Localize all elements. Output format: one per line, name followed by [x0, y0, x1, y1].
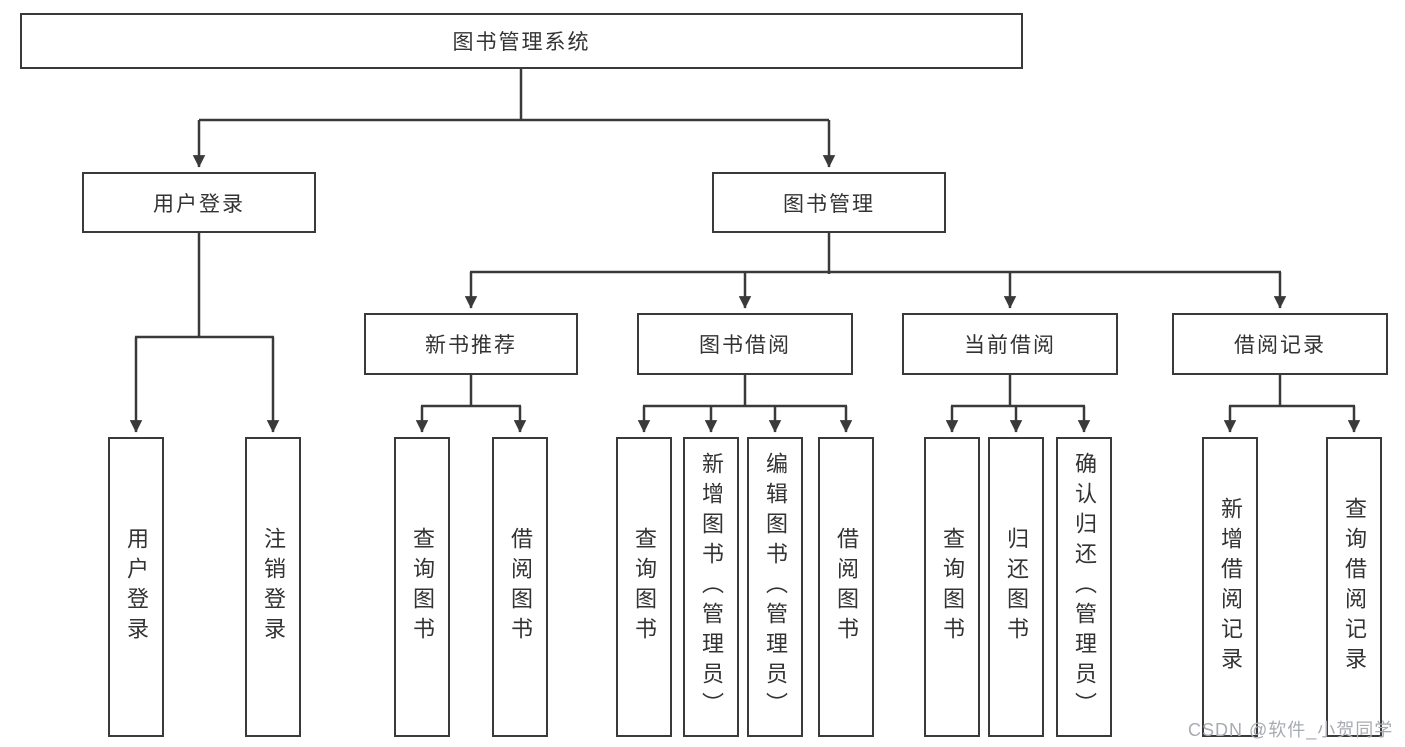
- leaf-add-book-admin-label: 新增图书（管理员）: [699, 452, 724, 722]
- connector-segments: [135, 69, 1355, 408]
- leaf-user-login-label: 用户登录: [124, 527, 149, 647]
- leaf-return-book-label: 归还图书: [1004, 527, 1029, 647]
- node-root: 图书管理系统: [20, 13, 1023, 69]
- leaf-logout-login-label: 注销登录: [261, 527, 286, 647]
- leaf-query-books-borrow: 查询图书: [616, 437, 672, 737]
- leaf-query-books-borrow-label: 查询图书: [632, 527, 657, 647]
- leaf-edit-book-admin: 编辑图书（管理员）: [747, 437, 803, 737]
- node-borrow-records: 借阅记录: [1172, 313, 1388, 375]
- node-current-borrow: 当前借阅: [902, 313, 1118, 375]
- leaf-user-login: 用户登录: [108, 437, 164, 737]
- leaf-borrow-books-label: 借阅图书: [834, 527, 859, 647]
- leaf-add-borrow-record: 新增借阅记录: [1202, 437, 1258, 737]
- leaf-logout-login: 注销登录: [245, 437, 301, 737]
- node-new-book-recommend: 新书推荐: [364, 313, 578, 375]
- leaf-query-books-recommend-label: 查询图书: [410, 527, 435, 647]
- leaf-query-books-recommend: 查询图书: [394, 437, 450, 737]
- node-book-borrow: 图书借阅: [637, 313, 853, 375]
- leaf-query-borrow-record-label: 查询借阅记录: [1342, 497, 1367, 677]
- connector-arrows: [129, 120, 1361, 433]
- leaf-confirm-return-admin-label: 确认归还（管理员）: [1072, 452, 1097, 722]
- leaf-borrow-books-recommend-label: 借阅图书: [508, 527, 533, 647]
- leaf-query-borrow-record: 查询借阅记录: [1326, 437, 1382, 737]
- leaf-query-books-current: 查询图书: [924, 437, 980, 737]
- watermark: CSDN @软件_小贺同学: [1188, 720, 1394, 740]
- leaf-add-borrow-record-label: 新增借阅记录: [1218, 497, 1243, 677]
- node-book-management: 图书管理: [712, 172, 946, 233]
- leaf-borrow-books-recommend: 借阅图书: [492, 437, 548, 737]
- node-user-login: 用户登录: [82, 172, 316, 233]
- leaf-edit-book-admin-label: 编辑图书（管理员）: [763, 452, 788, 722]
- leaf-confirm-return-admin: 确认归还（管理员）: [1056, 437, 1112, 737]
- leaf-add-book-admin: 新增图书（管理员）: [683, 437, 739, 737]
- leaf-return-book: 归还图书: [988, 437, 1044, 737]
- leaf-borrow-books: 借阅图书: [818, 437, 874, 737]
- leaf-query-books-current-label: 查询图书: [940, 527, 965, 647]
